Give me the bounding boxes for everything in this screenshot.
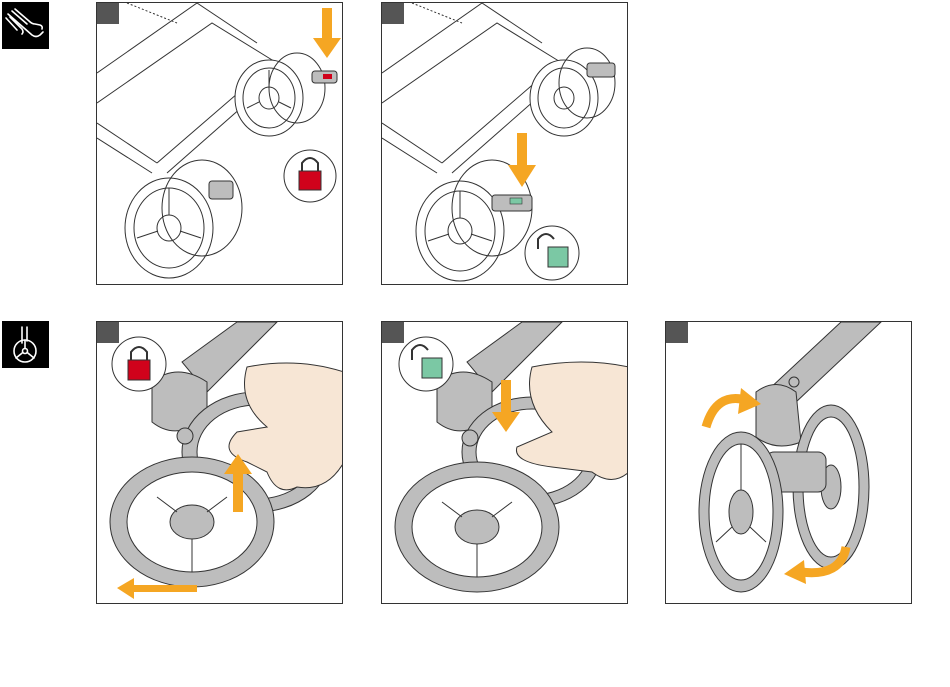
- step-marker: [666, 322, 688, 343]
- step-marker: [382, 322, 404, 343]
- swivel-wheel-icon: [2, 321, 49, 368]
- hand-press-icon: [2, 2, 49, 49]
- step-marker: [382, 3, 404, 24]
- swivel-panel-unlock: [381, 321, 628, 604]
- swivel-panel-lock: [96, 321, 343, 604]
- step-marker: [97, 322, 119, 343]
- brake-panel-unlocked: [381, 2, 628, 285]
- brake-panel-locked: [96, 2, 343, 285]
- step-marker: [97, 3, 119, 24]
- swivel-panel-rotate: [665, 321, 912, 604]
